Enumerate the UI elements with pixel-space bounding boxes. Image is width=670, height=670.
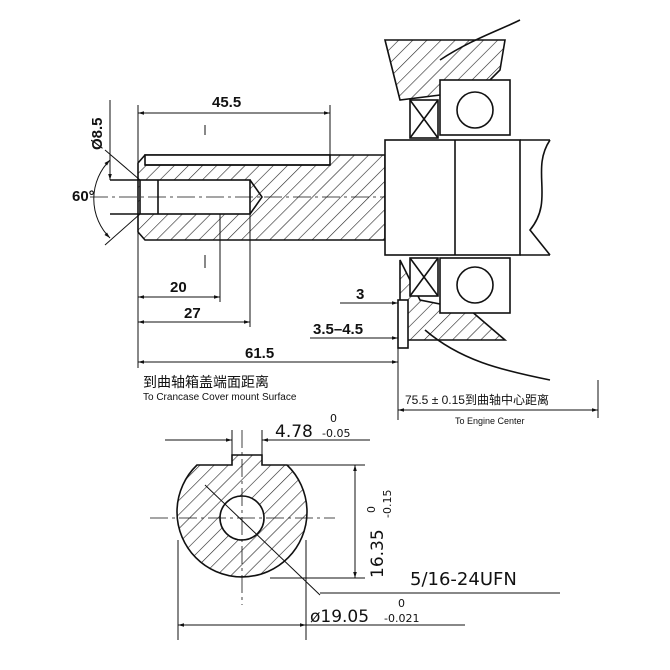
shaft-cross-section <box>150 430 560 640</box>
key-width: 4.78 <box>275 422 313 442</box>
key-width-upper: 0 <box>330 412 337 425</box>
label-cn: 到曲轴箱盖端面距离 <box>143 374 269 390</box>
dim-gap-range: 3.5–4.5 <box>313 321 363 338</box>
key-width-lower: -0.05 <box>322 427 350 440</box>
flat-height-lower: -0.15 <box>381 490 394 518</box>
flat-height-upper: 0 <box>365 506 378 513</box>
diameter-upper: 0 <box>398 597 405 610</box>
dimension-lines <box>93 100 599 420</box>
dim-diameter: Ø8.5 <box>89 117 106 150</box>
shaft-side-view <box>90 125 400 268</box>
diameter-lower: -0.021 <box>384 612 419 625</box>
dim-thread-depth: 20 <box>170 279 187 296</box>
dim-gap: 3 <box>356 286 364 303</box>
label-en: To Crancase Cover mount Surface <box>143 392 297 403</box>
dim-hole-depth: 27 <box>184 305 201 322</box>
dim-angle: 60° <box>72 188 95 205</box>
center-en: To Engine Center <box>455 416 525 426</box>
thread-spec: 5/16-24UFN <box>410 569 517 590</box>
diameter: ø19.05 <box>310 607 369 627</box>
dim-length: 45.5 <box>212 94 241 111</box>
dim-overall: 61.5 <box>245 345 274 362</box>
flat-height: 16.35 <box>368 529 388 578</box>
center-cn: 75.5 ± 0.15到曲轴中心距离 <box>405 392 549 407</box>
bearing-housing <box>383 19 551 381</box>
